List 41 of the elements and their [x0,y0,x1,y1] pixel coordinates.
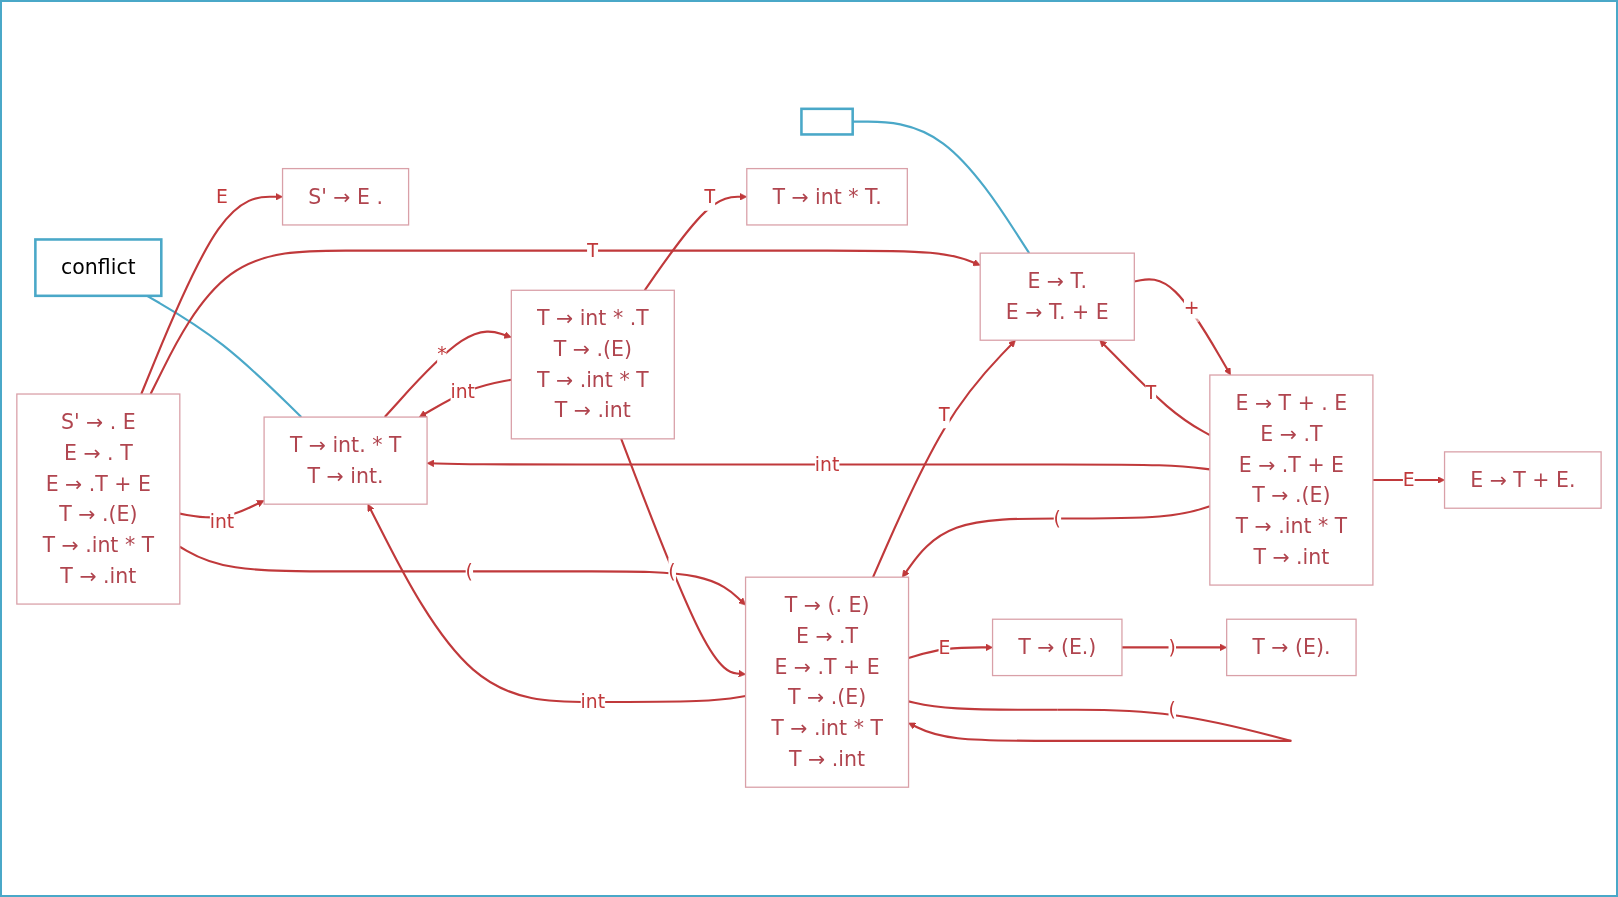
arrow [179,546,746,606]
node-box: S' → . E E → . T E → .T + E T → .(E) T → .int * T T → .int [16,393,181,606]
node-box: conflict [34,238,163,298]
node-box [800,108,854,137]
node-box: T → (E.) [991,619,1123,677]
edge-label: T [587,240,599,262]
edge-label: ) [1168,637,1176,659]
node-box: T → (E). [1226,619,1357,677]
edge-label: ( [1053,508,1061,530]
node-box: T → (. E) E → .T E → .T + E T → .(E) T → .int * T T → .int [744,577,910,789]
edge-label: T [704,186,716,208]
edge-label: T [1145,382,1157,404]
edge-label: + [1183,297,1200,320]
node-box: E → T. E → T. + E [979,252,1135,342]
edge-label: ( [465,561,473,583]
arrow [872,340,1016,579]
arrow [367,504,746,704]
arrow [620,438,746,678]
edge-label: E [216,186,228,208]
arrow [149,249,981,395]
connector [852,121,1031,255]
edge-label: * [437,343,447,365]
edge-label: int [580,691,606,714]
edge-label: E [1402,469,1415,492]
edge-label: E [938,637,951,659]
node-box: T → int. * T T → int. [263,416,428,506]
arrow [908,644,993,660]
node-box: S' → E . [281,168,410,227]
edge-label: ( [1168,699,1176,721]
edge-label: int [814,454,840,476]
edge-label: T [938,404,951,426]
node-box: E → T + . E E → .T E → .T + E T → .(E) T → .int * T T → .int [1209,374,1374,587]
node-box: E → T + E. [1443,451,1602,510]
node-box: T → int * T. [746,168,908,227]
arrow [1134,278,1231,376]
edge-label: int [209,511,235,533]
edge-label: int [450,381,475,403]
arrow [908,700,1292,743]
edge-label: ( [668,561,676,583]
node-box: T → int * .T T → .(E) T → .int * T T → .int [510,290,675,440]
arrow [140,193,283,395]
